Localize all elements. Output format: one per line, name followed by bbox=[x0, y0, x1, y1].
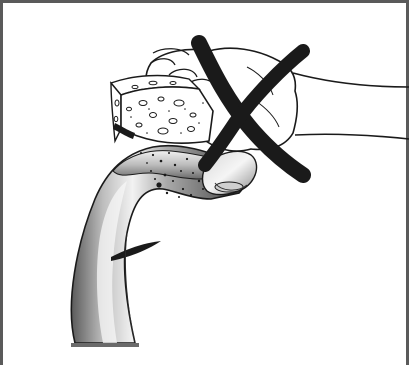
forearm bbox=[293, 73, 409, 139]
faucet bbox=[71, 146, 257, 347]
sponge-side bbox=[121, 87, 213, 143]
warning-illustration bbox=[3, 3, 409, 368]
faucet-base bbox=[71, 343, 139, 347]
